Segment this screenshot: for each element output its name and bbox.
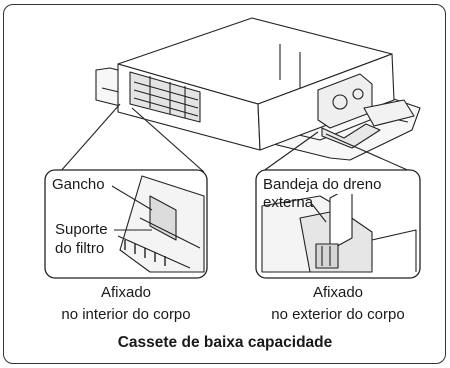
left-caption-line2: no interior do corpo — [61, 306, 191, 323]
label-filter-support-line2: do filtro — [55, 240, 105, 257]
right-callout-lines — [261, 131, 413, 173]
right-inset-illustration — [255, 169, 421, 279]
right-caption-line2: no exterior do corpo — [271, 306, 405, 323]
label-filter-support-line1: Suporte — [55, 221, 108, 238]
right-caption-line1: Afixado — [312, 284, 364, 301]
figure-title: Cassete de baixa capacidade — [117, 334, 333, 351]
left-inset-illustration — [44, 169, 208, 279]
label-hook: Gancho — [50, 176, 107, 194]
left-callout-lines — [59, 103, 205, 173]
figure-frame — [3, 4, 446, 364]
cassette-unit-illustration — [95, 17, 421, 161]
label-external-drain-pan-line1: Bandeja do dreno — [261, 176, 384, 194]
label-external-drain-pan-line2: externa — [263, 194, 314, 211]
left-caption-line1: Afixado — [100, 284, 152, 301]
